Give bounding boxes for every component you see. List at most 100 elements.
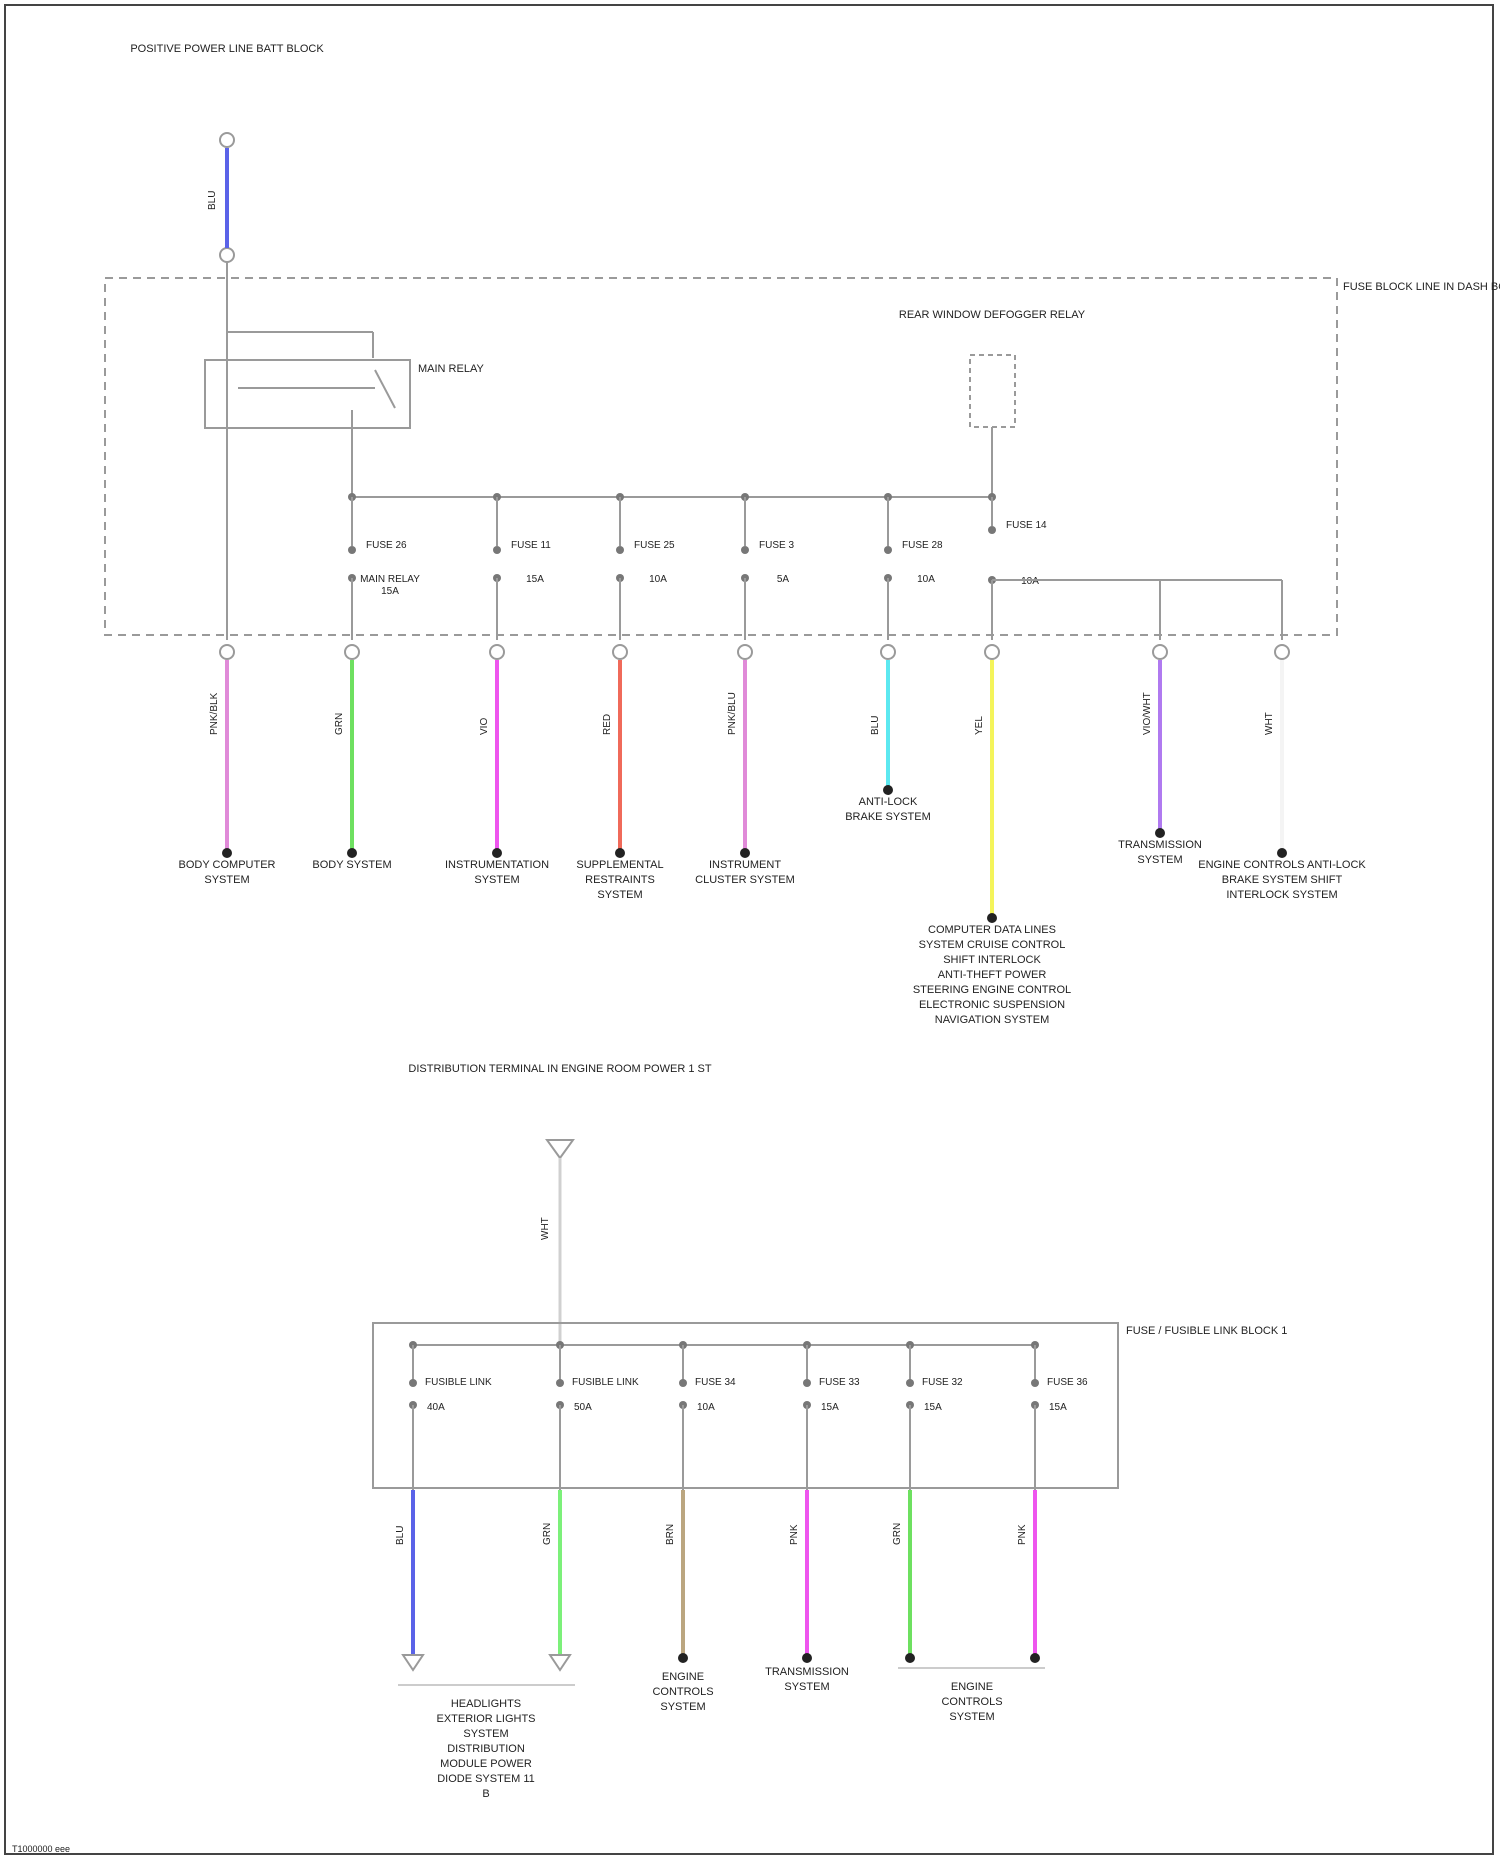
fuse-link-block-label: FUSE / FUSIBLE LINK BLOCK 1	[1126, 1325, 1287, 1337]
wire-end-dot	[1277, 848, 1287, 858]
fuse-name-label: FUSE 3	[759, 540, 794, 551]
fuse-terminal-icon	[409, 1379, 417, 1387]
fuse-terminal-icon	[348, 546, 356, 554]
wire-end-dot	[678, 1653, 688, 1663]
source-connector-icon	[220, 133, 234, 147]
connector-icon	[1153, 645, 1167, 659]
fuse-terminal-icon	[616, 546, 624, 554]
fuse-terminal-icon	[988, 526, 996, 534]
fuse-terminal-icon	[884, 546, 892, 554]
lower-ground-source-icon	[547, 1140, 573, 1158]
wire-color-label: VIO	[479, 718, 490, 735]
fuse-rating-label: 10A	[697, 1402, 715, 1413]
wire-end-dot	[987, 913, 997, 923]
fuse-terminal-icon	[679, 1379, 687, 1387]
connector-icon	[220, 645, 234, 659]
ground-symbol-icon	[550, 1655, 570, 1670]
relay-switch-icon	[375, 370, 395, 408]
ground-symbol-icon	[403, 1655, 423, 1670]
fuse-rating-label: 15A	[526, 574, 544, 585]
footer-code: T1000000 eee	[12, 1844, 70, 1854]
wire-color-label: PNK	[1017, 1524, 1028, 1545]
fuse-terminal-icon	[906, 1379, 914, 1387]
fuse-name-label: FUSIBLE LINK	[425, 1377, 492, 1388]
wire-color-label: YEL	[974, 716, 985, 735]
connector-icon	[345, 645, 359, 659]
wire-end-dot	[802, 1653, 812, 1663]
wire-end-dot	[222, 848, 232, 858]
fuse-terminal-icon	[493, 546, 501, 554]
wire-color-label: VIO/WHT	[1142, 692, 1153, 735]
lower-source-label: DISTRIBUTION TERMINAL IN ENGINE ROOM POW…	[408, 1063, 711, 1075]
wire-end-dot	[905, 1653, 915, 1663]
destination-label: SUPPLEMENTALRESTRAINTSSYSTEM	[576, 859, 663, 901]
fuse-rating-label: MAIN RELAY15A	[360, 574, 420, 597]
fuse-rating-label: 5A	[777, 574, 790, 585]
wire-color-label: GRN	[334, 713, 345, 735]
fuse-terminal-icon	[556, 1379, 564, 1387]
wire-end-dot	[1155, 828, 1165, 838]
lower-wire-group: BLU GRN BRN PNK GRN PNK	[395, 1490, 1040, 1670]
fuse-link-block-outline	[373, 1323, 1118, 1488]
connector-icon	[738, 645, 752, 659]
fuse-terminal-icon	[741, 546, 749, 554]
wire-color-label: BLU	[870, 716, 881, 735]
wire-label-source: BLU	[207, 191, 218, 210]
fuse-terminal-icon	[1031, 1379, 1039, 1387]
fuse-rating-label: 15A	[1049, 1402, 1067, 1413]
connector-icon	[613, 645, 627, 659]
block-entry-connector-icon	[220, 248, 234, 262]
rear-defogger-relay-box	[970, 355, 1015, 427]
wire-color-label: PNK/BLK	[209, 692, 220, 735]
destination-label: BODY SYSTEM	[312, 859, 391, 871]
fuse-name-label: FUSIBLE LINK	[572, 1377, 639, 1388]
connector-icon	[985, 645, 999, 659]
fuse-rating-label: 50A	[574, 1402, 592, 1413]
wire-color-label: PNK	[789, 1524, 800, 1545]
fuse-rating-label: 10A	[649, 574, 667, 585]
fuse-rating-label: 15A	[821, 1402, 839, 1413]
wire-end-dot	[492, 848, 502, 858]
wire-end-dot	[347, 848, 357, 858]
fuse-rating-label: 10A	[1021, 576, 1039, 587]
wire-end-dot	[1030, 1653, 1040, 1663]
connector-icon	[881, 645, 895, 659]
fuse-name-label: FUSE 33	[819, 1377, 860, 1388]
fuse-block-label: FUSE BLOCK LINE IN DASH BOX	[1343, 281, 1500, 293]
fuse-name-label: FUSE 34	[695, 1377, 736, 1388]
fuse-rating-label: 10A	[917, 574, 935, 585]
fuse-name-label: FUSE 26	[366, 540, 407, 551]
lower-section: DISTRIBUTION TERMINAL IN ENGINE ROOM POW…	[373, 1063, 1287, 1800]
main-relay-box	[205, 360, 410, 428]
fuse-name-label: FUSE 25	[634, 540, 675, 551]
connector-icon	[490, 645, 504, 659]
wire-color-label: RED	[602, 714, 613, 735]
wire-color-label: GRN	[892, 1523, 903, 1545]
upper-destination-group: BODY COMPUTERSYSTEMBODY SYSTEMINSTRUMENT…	[179, 796, 1367, 1026]
fuse-name-label: FUSE 36	[1047, 1377, 1088, 1388]
fuse-terminal-icon	[803, 1379, 811, 1387]
wire-color-label: BRN	[665, 1524, 676, 1545]
upper-source-label: POSITIVE POWER LINE BATT BLOCK	[130, 43, 324, 55]
wire-end-dot	[615, 848, 625, 858]
wire-end-dot	[883, 785, 893, 795]
wire-color-label: WHT	[1264, 712, 1275, 735]
wire-color-label: GRN	[542, 1523, 553, 1545]
wire-color-label: BLU	[395, 1526, 406, 1545]
wire-end-dot	[740, 848, 750, 858]
fuse-rating-label: 40A	[427, 1402, 445, 1413]
lower-fuse-group: FUSIBLE LINK 40A FUSIBLE LINK 50A FUSE 34 10A…	[409, 1341, 1088, 1490]
fuse-rating-label: 15A	[924, 1402, 942, 1413]
upper-section: POSITIVE POWER LINE BATT BLOCK BLU FUSE …	[105, 43, 1500, 1026]
lower-feed-wire-label: WHT	[540, 1217, 551, 1240]
